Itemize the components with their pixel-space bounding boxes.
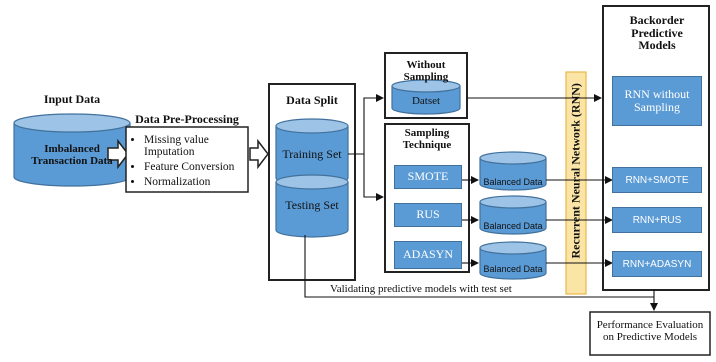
rus-box: RUS (394, 203, 462, 227)
connector-lines (304, 94, 658, 311)
model-rnn-rus: RNN+RUS (612, 207, 702, 233)
dataset-cylinder (391, 79, 461, 115)
dataset-label: Datset (411, 95, 441, 107)
preprocessing-item: Normalization (144, 176, 260, 188)
balanced-data-label-3: Balanced Data (483, 264, 543, 274)
evaluation-box (589, 311, 711, 356)
balanced-data-cylinder-1 (479, 151, 547, 191)
adasyn-box: ADASYN (394, 241, 462, 269)
preprocessing-item: Feature Conversion (144, 161, 260, 173)
preprocessing-box (125, 126, 249, 193)
hollow-arrow-1 (107, 138, 129, 170)
rnn-label: Recurrent Neural Network (RNN) (568, 83, 583, 259)
without-sampling-title: Without Sampling (403, 59, 449, 83)
balanced-data-cylinder-2 (479, 195, 547, 235)
testing-set-cylinder (275, 174, 349, 238)
preprocessing-title: Data Pre-Processing (135, 112, 239, 126)
model-rnn-smote: RNN+SMOTE (612, 167, 702, 193)
rnn-bar (565, 71, 587, 295)
preprocessing-list: Missing value Imputation Feature Convers… (132, 134, 260, 191)
evaluation-text: Performance Evaluation on Predictive Mod… (596, 319, 704, 343)
preprocessing-item: Missing value Imputation (144, 134, 260, 158)
models-frame (602, 5, 710, 291)
models-title: Backorder Predictive Models (629, 13, 685, 53)
input-data-title: Input Data (43, 92, 101, 106)
sampling-technique-title: Sampling Technique (402, 127, 452, 151)
balanced-data-cylinder-3 (479, 241, 547, 280)
smote-box: SMOTE (394, 165, 462, 189)
validation-text: Validating predictive models with test s… (330, 283, 512, 295)
input-data-label: Imbalanced Transaction Data (31, 143, 113, 167)
balanced-data-label-1: Balanced Data (483, 177, 543, 187)
model-rnn-without-sampling: RNN without Sampling (612, 76, 702, 126)
testing-set-label: Testing Set (285, 198, 339, 212)
training-set-label: Training Set (282, 147, 342, 161)
data-split-title: Data Split (286, 93, 338, 107)
model-rnn-adasyn: RNN+ADASYN (612, 251, 702, 277)
input-data-cylinder (13, 113, 131, 187)
hollow-arrow-2 (249, 138, 269, 170)
balanced-data-label-2: Balanced Data (483, 221, 543, 231)
